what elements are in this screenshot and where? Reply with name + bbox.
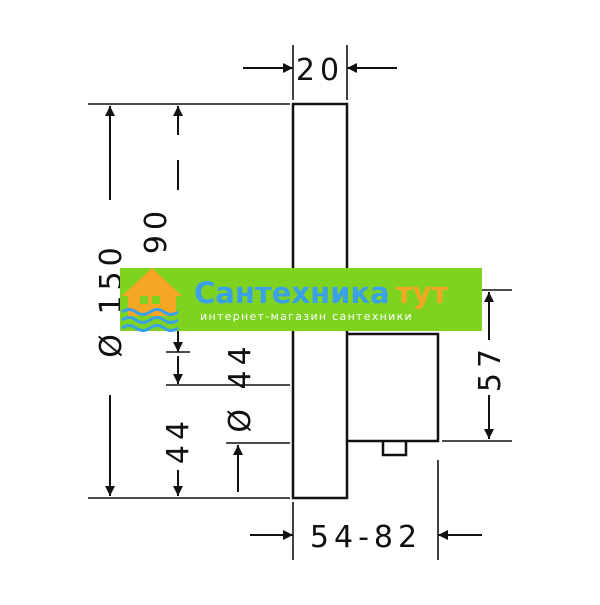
dim-projection [250,460,482,560]
thermostat-body [347,332,440,443]
house-icon [122,268,182,316]
dim-lower-a-label: 44 [161,416,196,464]
dim-body-height-label: 57 [473,344,508,392]
dim-plate-diameter [88,103,290,499]
watermark-band [120,268,482,331]
dim-height-upper-label: 90 [139,206,174,254]
dim-projection-label: 54-82 [310,520,422,555]
water-waves-icon [121,308,179,332]
dim-lower-a [166,356,290,496]
watermark-subtitle: интернет-магазин сантехники [200,310,413,323]
dim-depth-top [243,45,397,100]
watermark-title: Сантехника [194,276,390,310]
dim-depth-top-label: 20 [296,53,344,88]
dim-lower-b-label: Ø 44 [223,341,258,432]
body-bottom-step [381,441,408,457]
watermark-title-accent: тут [396,276,449,310]
